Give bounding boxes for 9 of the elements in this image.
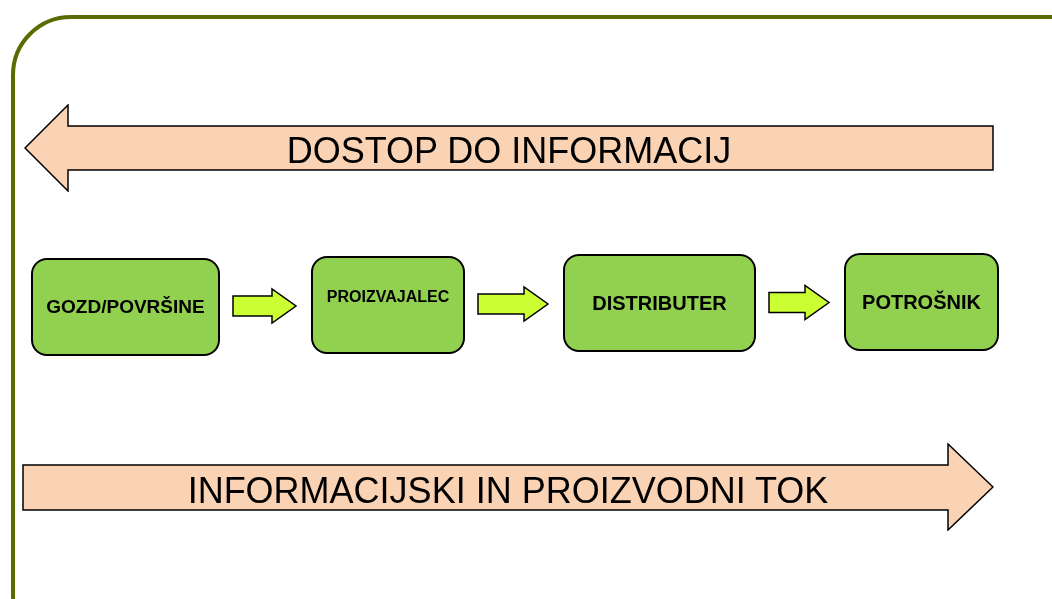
process-box: POTROŠNIK bbox=[844, 253, 999, 351]
block-arrow bbox=[477, 285, 550, 323]
process-box: GOZD/POVRŠINE bbox=[31, 258, 220, 356]
banner-label: DOSTOP DO INFORMACIJ bbox=[285, 133, 733, 169]
block-arrow bbox=[232, 287, 298, 325]
block-arrow bbox=[768, 284, 831, 321]
process-box: PROIZVAJALEC bbox=[311, 256, 465, 354]
process-box: DISTRIBUTER bbox=[563, 254, 756, 352]
banner-label: INFORMACIJSKI IN PROIZVODNI TOK bbox=[186, 472, 830, 509]
